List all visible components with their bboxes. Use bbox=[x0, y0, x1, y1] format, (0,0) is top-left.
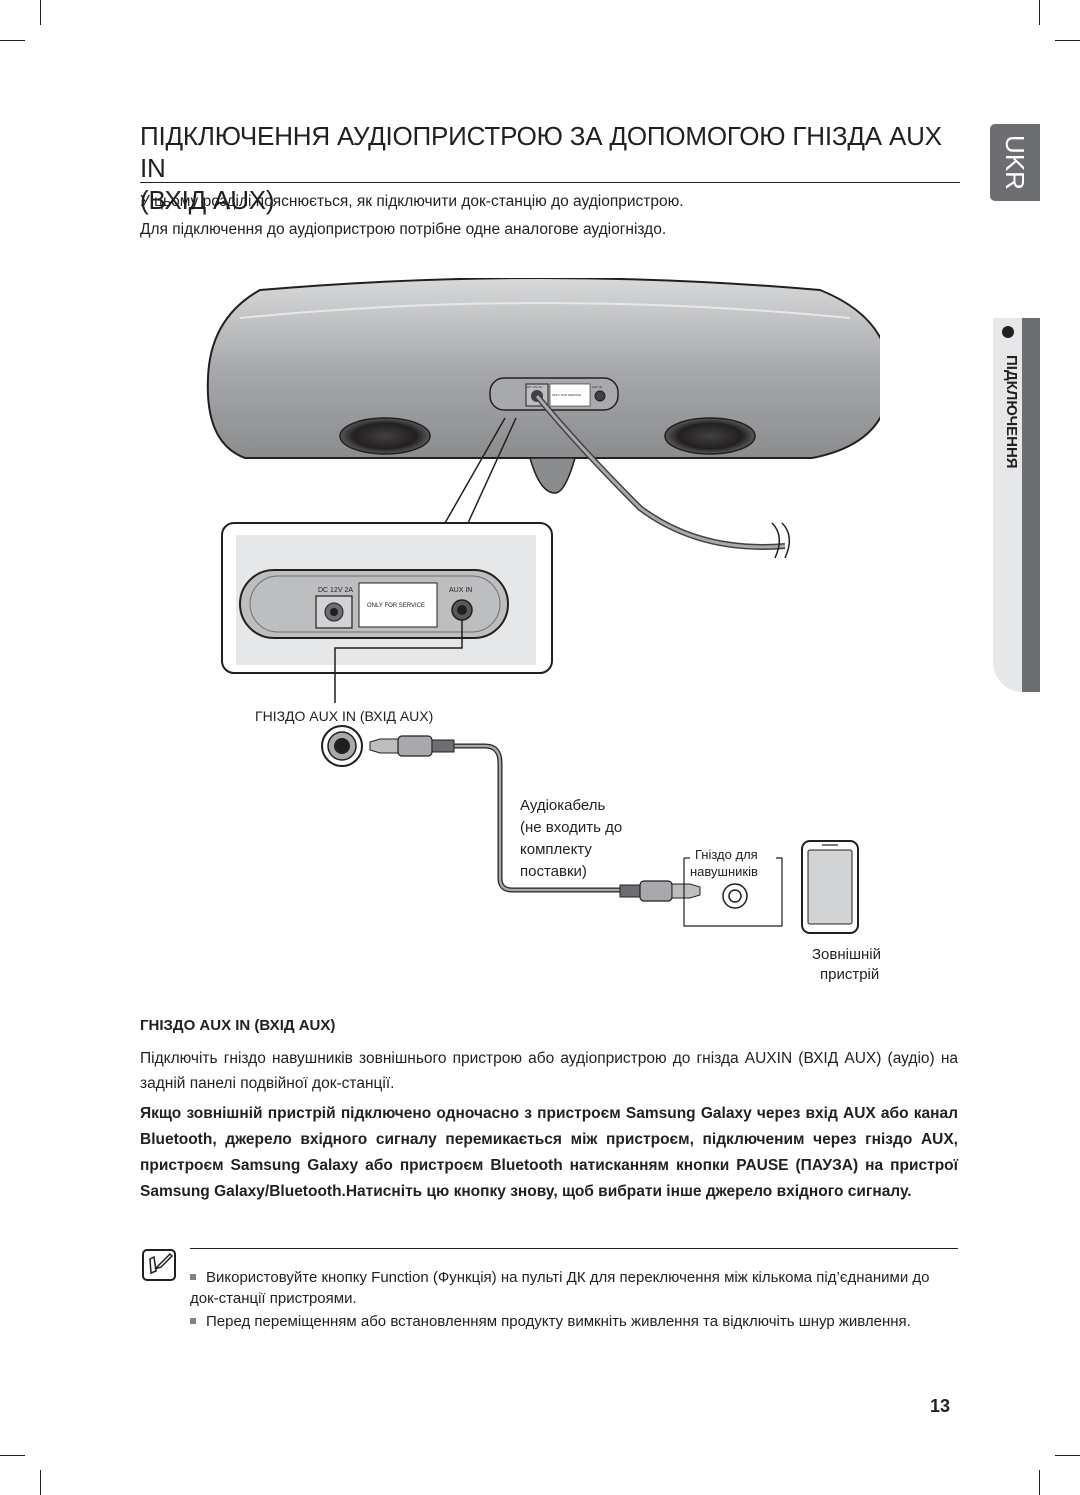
audio-cable bbox=[369, 735, 701, 902]
rear-panel-zoom: DC 12V 2A ONLY FOR SERVICE AUX IN bbox=[221, 522, 553, 674]
dock-speaker-rear: DC 12V 2A ONLY FOR SERVICE AUX IN bbox=[206, 277, 892, 494]
cable-label-2: (не входить до bbox=[520, 819, 622, 836]
language-tab-label: UKR bbox=[1000, 135, 1030, 190]
note-item-1: Використовуйте кнопку Function (Функція)… bbox=[190, 1267, 958, 1309]
note-item-2: Перед переміщенням або встановленням про… bbox=[190, 1311, 958, 1332]
page-title-line1: ПІДКЛЮЧЕННЯ АУДІОПРИСТРОЮ ЗА ДОПОМОГОЮ Г… bbox=[140, 121, 942, 183]
page-number: 13 bbox=[930, 1396, 951, 1416]
bullet-square-icon bbox=[190, 1318, 196, 1324]
panel-dc-label: DC 12V 2A bbox=[318, 587, 353, 594]
cable-label-1: Аудіокабель bbox=[520, 797, 606, 814]
crop-mark bbox=[0, 40, 25, 41]
crop-mark bbox=[1039, 0, 1040, 25]
panel-dc-small: DC 12V 2A bbox=[527, 385, 542, 389]
aux-jack-icon bbox=[321, 725, 363, 767]
section-heading: ГНІЗДО AUX IN (ВХІД AUX) bbox=[140, 1017, 336, 1034]
crop-mark bbox=[0, 1455, 25, 1456]
crop-mark bbox=[40, 1470, 41, 1495]
note-icon bbox=[142, 1249, 176, 1281]
intro-text-1: У цьому розділі пояснюється, як підключи… bbox=[140, 193, 684, 210]
panel-service-label: ONLY FOR SERVICE bbox=[367, 603, 425, 609]
bass-port-right bbox=[664, 417, 756, 455]
section-warning-paragraph: Якщо зовнішній пристрій підключено одноч… bbox=[140, 1105, 958, 1200]
section-tab-bar bbox=[1022, 318, 1040, 692]
smartphone-icon bbox=[801, 840, 859, 934]
bullet-dot-icon bbox=[1002, 326, 1014, 338]
intro-text-2: Для підключення до аудіопристрою потрібн… bbox=[140, 221, 667, 238]
title-underline bbox=[140, 182, 960, 183]
device-label-1: Зовнішній bbox=[812, 946, 880, 963]
language-tab: UKR bbox=[990, 124, 1040, 201]
panel-aux-small: AUX IN bbox=[592, 385, 602, 389]
dock-foot bbox=[529, 457, 576, 494]
connection-diagram-svg: DC 12V 2A ONLY FOR SERVICE AUX IN DC 12V… bbox=[206, 277, 892, 983]
crop-mark bbox=[40, 0, 41, 25]
bass-port-left bbox=[339, 417, 431, 455]
panel-service-small: ONLY FOR SERVICE bbox=[552, 393, 581, 397]
crop-mark bbox=[1039, 1470, 1040, 1495]
page-title-line2: (ВХІД AUX) bbox=[140, 185, 275, 215]
connection-diagram: DC 12V 2A ONLY FOR SERVICE AUX IN DC 12V… bbox=[200, 277, 892, 998]
headphone-label-2: навушників bbox=[690, 864, 758, 879]
note-divider bbox=[190, 1248, 958, 1249]
crop-mark bbox=[1055, 40, 1080, 41]
panel-aux-label: AUX IN bbox=[449, 587, 472, 594]
bullet-square-icon bbox=[190, 1274, 196, 1280]
section-tab-label-wrap: ПІДКЛЮЧЕННЯ bbox=[1000, 355, 1022, 495]
note-text-2: Перед переміщенням або встановленням про… bbox=[206, 1313, 911, 1330]
section-tab-label: ПІДКЛЮЧЕННЯ bbox=[1003, 355, 1020, 469]
jack-label: ГНІЗДО AUX IN (ВХІД AUX) bbox=[255, 708, 433, 724]
note-text-1: Використовуйте кнопку Function (Функція)… bbox=[190, 1269, 930, 1307]
cable-label-3: комплекту bbox=[520, 841, 592, 858]
cable-label-4: поставки) bbox=[520, 863, 587, 880]
section-paragraph: Підключіть гніздо навушників зовнішнього… bbox=[140, 1050, 958, 1092]
page-title: ПІДКЛЮЧЕННЯ АУДІОПРИСТРОЮ ЗА ДОПОМОГОЮ Г… bbox=[140, 120, 960, 216]
device-label-2: пристрій bbox=[820, 966, 879, 983]
headphone-label-1: Гніздо для bbox=[695, 847, 758, 862]
crop-mark bbox=[1055, 1455, 1080, 1456]
headphone-jack-box bbox=[683, 857, 783, 927]
